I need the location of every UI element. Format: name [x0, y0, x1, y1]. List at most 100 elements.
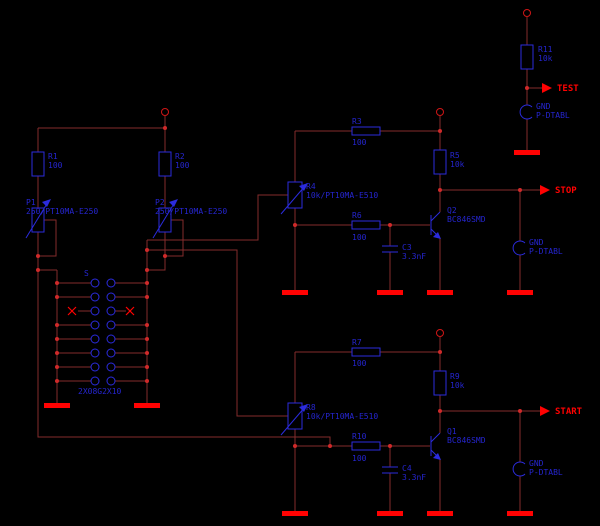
ground-bar[interactable]	[282, 290, 308, 295]
wiper-arrowhead-icon	[42, 199, 51, 207]
connector-s[interactable]: S 2X08G2X10	[78, 269, 122, 396]
supply-pin[interactable]	[161, 108, 169, 116]
wire-connector-stubs[interactable]	[56, 240, 148, 403]
junction-dot	[163, 126, 167, 130]
junction-dot	[55, 351, 59, 355]
junction-dot	[163, 254, 167, 258]
resistor-r11[interactable]: R11 10k	[520, 44, 553, 70]
net-arrow-icon	[542, 83, 552, 93]
capacitor-c3[interactable]: C3 3.3nF	[382, 243, 426, 261]
connector-pin	[106, 334, 116, 344]
gnd-terminal-start[interactable]: GND P-DTABL	[507, 459, 563, 516]
ground-bar[interactable]	[377, 290, 403, 295]
connector-pin	[90, 376, 100, 386]
ground-bar[interactable]	[427, 511, 453, 516]
component-ref: R7	[352, 338, 362, 347]
connector-pin	[106, 362, 116, 372]
resistor-r10[interactable]: R10 100	[351, 432, 381, 463]
gnd-terminal-test[interactable]: GND P-DTABL	[514, 102, 570, 155]
transistor-collector	[430, 211, 441, 222]
resistor-r9[interactable]: R9 10k	[433, 370, 465, 396]
resistor-r6[interactable]: R6 100	[351, 211, 381, 242]
gnd-value: P-DTABL	[529, 468, 563, 477]
ground-bar[interactable]	[377, 511, 403, 516]
junction-dot	[145, 379, 149, 383]
wire-stop-channel[interactable]	[147, 116, 540, 290]
component-value: 10k/PT10MA-E510	[306, 412, 378, 421]
wire-test-branch[interactable]	[526, 17, 542, 150]
ground-bar	[507, 511, 533, 516]
net-arrow-icon	[540, 406, 550, 416]
component-value: 10k/PT10MA-E510	[306, 191, 378, 200]
gnd-ref: GND	[536, 102, 551, 111]
ground-bars	[44, 290, 453, 516]
potentiometer-p2[interactable]: P2 250/PT10MA-E250	[152, 198, 227, 239]
net-label-test[interactable]: TEST	[542, 83, 579, 94]
ground-bar[interactable]	[427, 290, 453, 295]
supply-pin[interactable]	[523, 9, 531, 17]
ground-bar[interactable]	[282, 511, 308, 516]
resistor-r7[interactable]: R7 100	[351, 338, 381, 368]
transistor-q2[interactable]: Q2 BC846SMD	[430, 206, 486, 239]
junction-dot	[55, 281, 59, 285]
component-value: 100	[352, 454, 367, 463]
wiper-arrowhead-icon	[299, 404, 308, 412]
resistor-body	[433, 370, 447, 396]
net-label-start[interactable]: START	[540, 406, 583, 417]
no-connect-x-icon	[125, 306, 135, 316]
capacitor-c4[interactable]: C4 3.3nF	[382, 464, 426, 482]
trimmer-r8[interactable]: R8 10k/PT10MA-E510	[280, 402, 378, 436]
wiper-arrow	[280, 406, 306, 436]
trimmer-r4[interactable]: R4 10k/PT10MA-E510	[280, 181, 378, 215]
wiper-arrow	[152, 201, 176, 239]
resistor-body	[433, 149, 447, 175]
junction-dot	[36, 268, 40, 272]
resistor-r5[interactable]: R5 10k	[433, 149, 465, 175]
ground-bar	[507, 290, 533, 295]
supply-pin[interactable]	[436, 329, 444, 337]
pot-body	[287, 402, 303, 430]
connector-pin	[106, 306, 116, 316]
gnd-value: P-DTABL	[536, 111, 570, 120]
connector-pin	[106, 376, 116, 386]
component-ref: R9	[450, 372, 460, 381]
ground-bar[interactable]	[44, 403, 70, 408]
junction-dot	[145, 351, 149, 355]
connector-pin	[90, 306, 100, 316]
connector-pin	[90, 362, 100, 372]
ground-bar	[514, 150, 540, 155]
net-name: STOP	[555, 186, 577, 196]
component-value: 100	[175, 161, 190, 170]
gnd-terminal-stop[interactable]: GND P-DTABL	[507, 238, 563, 295]
junction-dots	[36, 86, 529, 448]
resistor-r1[interactable]: R1 100	[31, 151, 63, 177]
component-ref: R5	[450, 151, 460, 160]
junction-dot	[518, 409, 522, 413]
connector-pin	[90, 278, 100, 288]
resistor-body	[520, 44, 534, 70]
supply-pin[interactable]	[436, 108, 444, 116]
potentiometer-p1[interactable]: P1 250/PT10MA-E250	[25, 198, 98, 239]
component-value: 100	[48, 161, 63, 170]
resistor-body	[31, 151, 45, 177]
net-label-stop[interactable]: STOP	[540, 185, 577, 196]
component-value: 250/PT10MA-E250	[155, 207, 227, 216]
emitter-arrowhead-icon	[433, 232, 441, 239]
resistor-body	[351, 220, 381, 230]
resistor-r3[interactable]: R3 100	[351, 117, 381, 147]
junction-dot	[55, 337, 59, 341]
junction-dot	[328, 444, 332, 448]
resistor-r2[interactable]: R2 100	[158, 151, 190, 177]
wire-start-channel[interactable]	[147, 249, 540, 511]
component-value: 100	[352, 359, 367, 368]
gnd-terminal-icon	[512, 240, 526, 256]
component-ref: C3	[402, 243, 412, 252]
connector-pin	[106, 292, 116, 302]
component-value: 3.3nF	[402, 252, 426, 261]
junction-dot	[518, 188, 522, 192]
ground-bar[interactable]	[134, 403, 160, 408]
connector-pin	[90, 348, 100, 358]
transistor-q1[interactable]: Q1 BC846SMD	[430, 427, 486, 460]
junction-dot	[438, 350, 442, 354]
component-ref: P1	[26, 198, 36, 207]
